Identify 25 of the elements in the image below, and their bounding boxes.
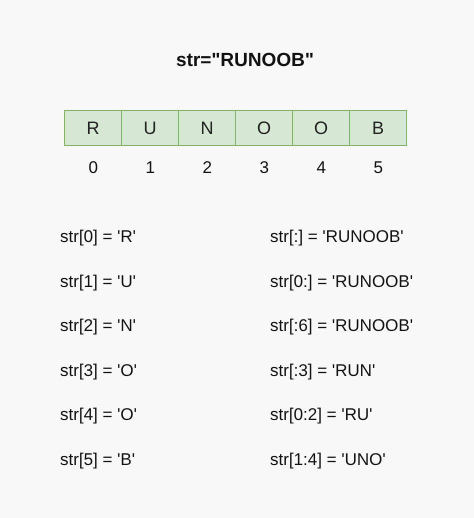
letter-cell: O xyxy=(292,110,350,146)
code-expression: str[1:4] = 'UNO' xyxy=(270,450,386,470)
index-number: 5 xyxy=(374,158,383,178)
code-expression: str[3] = 'O' xyxy=(60,360,137,381)
letter-cell: U xyxy=(121,110,179,146)
index-number: 1 xyxy=(146,158,155,178)
letter-cell: B xyxy=(349,110,407,146)
letter-cell: N xyxy=(178,110,236,146)
code-expression: str[:] = 'RUNOOB' xyxy=(270,227,404,247)
index-number: 4 xyxy=(316,158,326,178)
code-expression: str[2] = 'N' xyxy=(60,316,136,336)
letter-cell: O xyxy=(235,110,293,146)
index-number: 3 xyxy=(260,158,269,178)
code-expression: str[:3] = 'RUN' xyxy=(270,360,376,381)
code-expression: str[:6] = 'RUNOOB' xyxy=(270,316,413,336)
code-expression: str[0:2] = 'RU' xyxy=(270,405,372,426)
code-expression: str[0:] = 'RUNOOB' xyxy=(270,272,413,292)
code-expression: str[1] = 'U' xyxy=(60,272,136,292)
title: str="RUNOOB" xyxy=(176,50,314,72)
code-expression: str[4] = 'O' xyxy=(60,405,137,426)
index-number: 2 xyxy=(202,158,212,178)
code-expression: str[5] = 'B' xyxy=(60,450,135,470)
code-expression: str[0] = 'R' xyxy=(60,227,136,247)
letter-cell: R xyxy=(64,110,122,146)
index-number: 0 xyxy=(88,158,98,178)
